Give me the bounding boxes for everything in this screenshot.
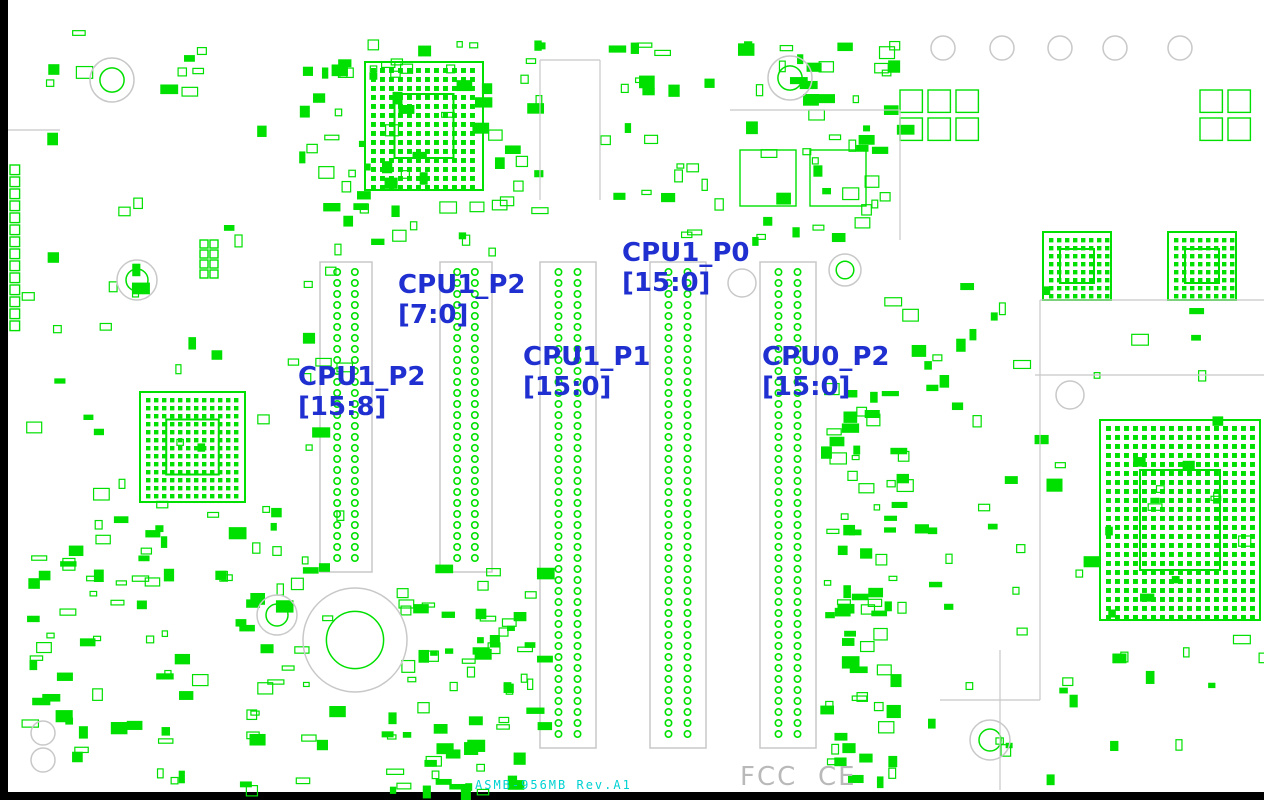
chip-outlines <box>139 61 1261 621</box>
header-left-column <box>9 164 21 332</box>
qfp-chip-lan-2 <box>1167 231 1237 301</box>
pcie-slot-cpu1-p2-lower <box>319 261 373 573</box>
rj45-block-2 <box>1199 89 1252 142</box>
component-grid <box>9 30 1264 800</box>
mounting-holes <box>30 35 1193 773</box>
slot-label-cpu1-p1: CPU1_P1 [15:0] <box>523 342 651 402</box>
lane-range: [15:0] <box>622 268 711 298</box>
smd-pads-zone-5 <box>381 564 555 800</box>
fcc-mark: FCC <box>740 762 798 792</box>
lane-range: [15:0] <box>762 372 851 402</box>
bus-name: CPU1_P0 <box>622 238 750 268</box>
ce-mark: CE <box>818 762 857 792</box>
smd-pads-zone-1 <box>299 39 549 257</box>
pcie-slot-outlines <box>319 261 817 749</box>
smd-pads-zone-2 <box>600 40 915 246</box>
pcie-slot-cpu0-p2 <box>759 261 817 749</box>
slot-label-cpu1-p2-upper: CPU1_P2 [7:0] <box>398 270 526 330</box>
bus-name: CPU0_P2 <box>762 342 890 372</box>
bus-name: CPU1_P2 <box>398 270 526 300</box>
smd-pads-zone-6 <box>820 382 914 784</box>
pcie-slot-cpu1-p0 <box>649 261 707 749</box>
lane-range: [7:0] <box>398 300 469 330</box>
smd-pads-zone-4 <box>21 500 331 797</box>
trace-lines <box>8 59 1264 790</box>
pcie-slot-cpu1-p1 <box>539 261 597 749</box>
usb-block <box>739 149 867 207</box>
board-background <box>8 0 1264 792</box>
slot-label-cpu1-p2-lower: CPU1_P2 [15:8] <box>298 362 426 422</box>
bus-name: CPU1_P1 <box>523 342 651 372</box>
qfp-chip-lan-1 <box>1042 231 1112 301</box>
board-model-label: ASMB-956MB Rev.A1 <box>475 778 632 792</box>
pcie-slot-cpu1-p2-upper <box>439 261 493 573</box>
smd-pads-zone-3 <box>876 283 1264 789</box>
slot-label-cpu0-p2: CPU0_P2 [15:0] <box>762 342 890 402</box>
jumper-block <box>199 239 219 279</box>
smd-pads-zone-0 <box>21 30 354 740</box>
lane-range: [15:0] <box>523 372 612 402</box>
bus-name: CPU1_P2 <box>298 362 426 392</box>
slot-label-cpu1-p0: CPU1_P0 [15:0] <box>622 238 750 298</box>
bga-chip-cpu-right <box>1099 419 1261 621</box>
bga-chip-bmc <box>139 391 246 503</box>
lane-range: [15:8] <box>298 392 387 422</box>
